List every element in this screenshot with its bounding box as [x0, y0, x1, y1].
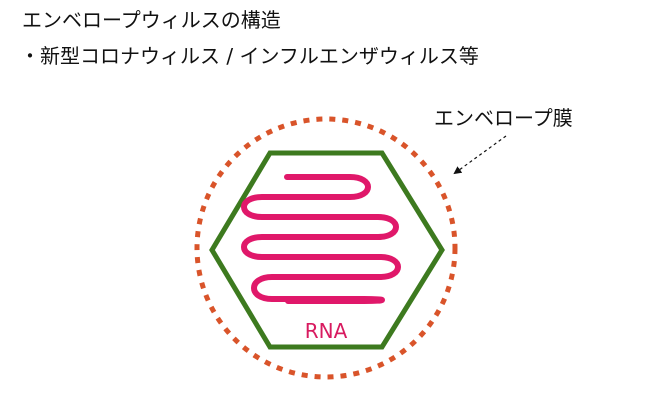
envelope-callout-arrow: [453, 135, 507, 175]
rna-strand: [241, 174, 401, 304]
envelope-membrane: [194, 116, 458, 380]
slide-title: エンベロープウィルスの構造: [22, 8, 281, 32]
envelope-label: エンベロープ膜: [434, 106, 573, 130]
slide-subtitle: ・新型コロナウィルス / インフルエンザウィルス等: [20, 44, 479, 68]
capsid-hexagon: [209, 150, 445, 350]
rna-label: RNA: [305, 319, 348, 343]
